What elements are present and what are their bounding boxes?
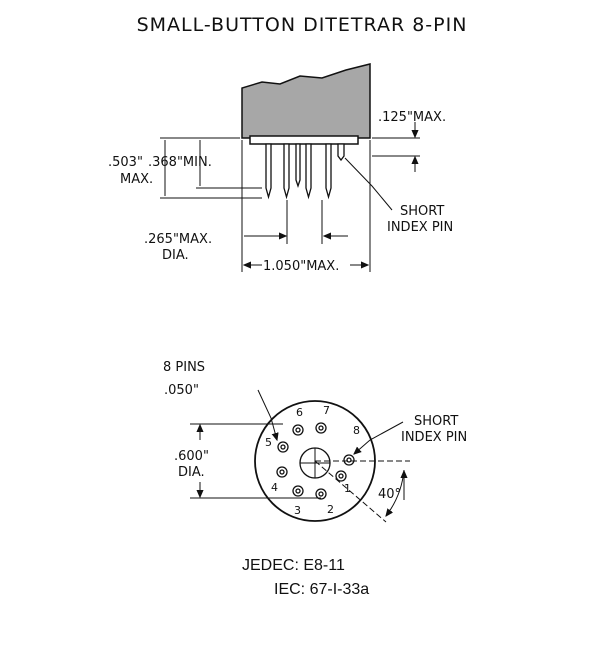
dim-1050-label: 1.050"MAX. xyxy=(263,259,339,274)
pin-number-3: 3 xyxy=(294,504,301,517)
pin-number-2: 2 xyxy=(327,503,334,516)
pin-number-4: 4 xyxy=(271,481,278,494)
pin-dia-label: .050" xyxy=(164,383,199,398)
bottom-view: 1 2 3 4 5 6 7 8 8 PINS .050" .600" DIA. … xyxy=(163,360,467,523)
dim-600-dia: DIA. xyxy=(178,465,205,480)
base-button xyxy=(249,135,359,145)
dim-368-label: .368"MIN. xyxy=(148,155,212,170)
dim-125-label: .125"MAX. xyxy=(378,110,446,125)
short-index-pin-side xyxy=(337,143,345,162)
pin-number-1: 1 xyxy=(344,482,351,495)
short-index-label-1: SHORT xyxy=(400,204,444,219)
pins-bottom xyxy=(276,422,355,500)
tube-body xyxy=(241,63,371,139)
jedec-label: JEDEC: E8-11 xyxy=(242,557,345,574)
short-index-label-bottom-2: INDEX PIN xyxy=(401,430,467,445)
pin-numbers: 1 2 3 4 5 6 7 8 xyxy=(265,404,360,517)
iec-label: IEC: 67-I-33a xyxy=(274,581,370,598)
diagram-title: SMALL-BUTTON DITETRAR 8-PIN xyxy=(136,14,468,36)
pin-number-5: 5 xyxy=(265,436,272,449)
pin-number-6: 6 xyxy=(296,406,303,419)
pin-number-8: 8 xyxy=(353,424,360,437)
pins-count-label: 8 PINS xyxy=(163,360,205,375)
dim-265-label: .265"MAX. xyxy=(144,232,212,247)
pins-side xyxy=(265,143,345,200)
angle-label: 40° xyxy=(378,487,401,502)
dim-503-label: .503" xyxy=(108,155,143,170)
short-index-leader xyxy=(344,157,393,211)
dim-600-label: .600" xyxy=(174,449,209,464)
short-index-label-bottom-1: SHORT xyxy=(414,414,458,429)
dim-503-max: MAX. xyxy=(120,172,153,187)
side-view: SHORT INDEX PIN .125"MAX. .503" MAX. .36… xyxy=(108,63,453,274)
short-index-label-2: INDEX PIN xyxy=(387,220,453,235)
pin-number-7: 7 xyxy=(323,404,330,417)
dim-265-dia: DIA. xyxy=(162,248,189,263)
